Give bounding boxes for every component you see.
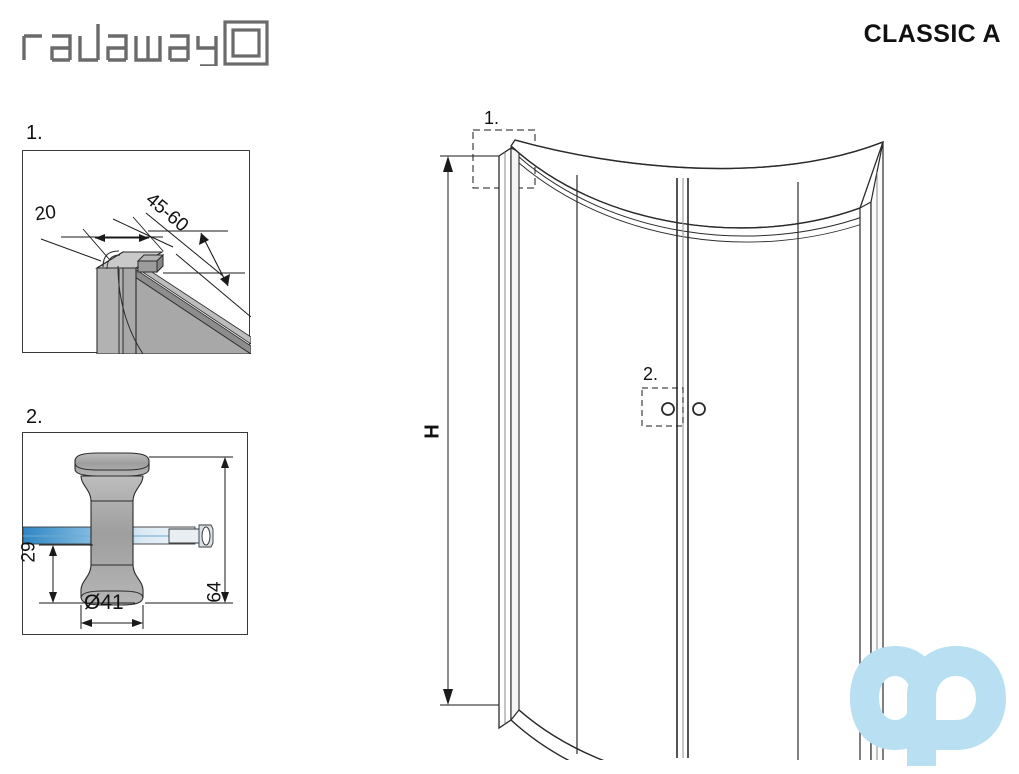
brand-logo [12, 14, 272, 68]
page-title: CLASSIC A [863, 20, 1001, 48]
door-center-stiles [676, 178, 689, 758]
detail-2-number: 2. [26, 406, 43, 428]
door-knobs [661, 402, 706, 416]
dim-label-diameter-41: Ø41 [84, 591, 124, 614]
panel-mullions [576, 175, 799, 760]
detail-1-number: 1. [26, 122, 43, 144]
dim-label-29: 29 [18, 541, 40, 563]
detail-2-box: 29 Ø41 64 [18, 432, 248, 635]
bottom-curved-rail [510, 709, 871, 774]
detail-1-drawing [40, 212, 251, 354]
main-drawing: H 1. 2. [420, 108, 1010, 774]
callout-2-dashed-box [641, 387, 684, 427]
callout-1-label: 1. [484, 108, 500, 128]
dim-label-20: 20 [33, 201, 58, 226]
detail-1-box: 20 45-60 [22, 150, 251, 354]
top-curved-rail [510, 139, 885, 243]
callout-2-label: 2. [643, 364, 659, 384]
dim-label-64: 64 [204, 581, 226, 603]
left-wall-profile [498, 146, 520, 730]
radaway-logo-svg [22, 20, 269, 68]
detail-2-drawing [23, 452, 233, 629]
height-dimension-label: H [421, 424, 444, 439]
shower-enclosure-svg [440, 129, 885, 774]
right-wall-profile [859, 141, 884, 774]
